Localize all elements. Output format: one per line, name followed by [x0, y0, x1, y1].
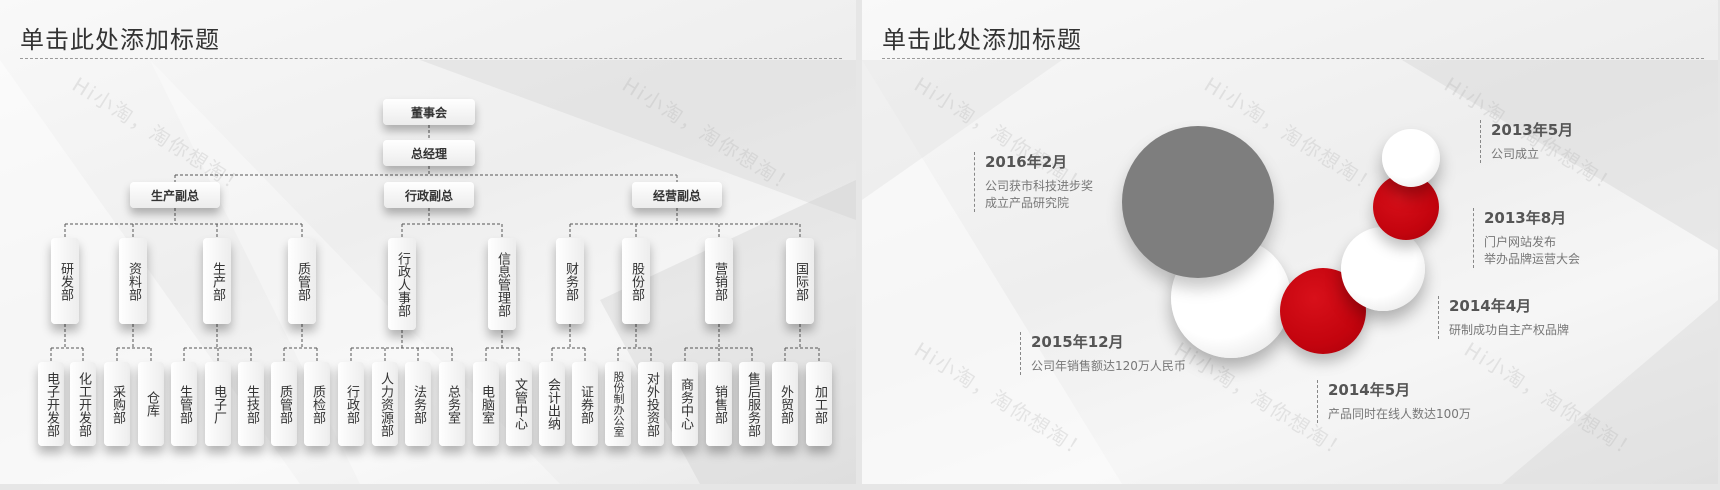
org-box-board[interactable]: 董事会: [383, 99, 475, 125]
org-box-unit[interactable]: 化工开发部: [70, 362, 96, 446]
org-box-dept[interactable]: 信息管理部: [488, 238, 516, 330]
timeline-desc: 产品同时在线人数达100万: [1328, 407, 1471, 421]
org-box-unit[interactable]: 生技部: [238, 362, 264, 446]
org-box-unit[interactable]: 总务室: [439, 362, 465, 446]
org-box-unit[interactable]: 电脑室: [473, 362, 499, 446]
org-connectors: [50, 125, 820, 362]
org-box-unit[interactable]: 加工部: [806, 362, 832, 446]
org-box-dept[interactable]: 研发部: [51, 238, 79, 324]
org-box-unit[interactable]: 电子开发部: [38, 362, 64, 446]
org-box-unit[interactable]: 文管中心: [506, 362, 532, 446]
slide-title[interactable]: 单击此处添加标题: [882, 26, 1082, 54]
title-divider: [882, 58, 1704, 59]
org-box-dept[interactable]: 国际部: [786, 238, 814, 324]
org-box-dept[interactable]: 资料部: [119, 238, 147, 324]
org-box-unit[interactable]: 仓库: [138, 362, 164, 446]
org-box-dept[interactable]: 行政人事部: [388, 238, 416, 330]
org-box-vp-operations[interactable]: 经营副总: [632, 182, 722, 208]
org-box-unit[interactable]: 外贸部: [772, 362, 798, 446]
timeline-date: 2015年12月: [1031, 333, 1124, 351]
slide-title[interactable]: 单击此处添加标题: [20, 26, 220, 54]
org-box-unit[interactable]: 质检部: [304, 362, 330, 446]
org-box-vp-production[interactable]: 生产副总: [130, 182, 220, 208]
timeline-entry: 2016年2月 公司获市科技进步奖 成立产品研究院: [974, 152, 1093, 212]
org-box-unit[interactable]: 股份制办公室: [605, 362, 631, 446]
org-box-unit[interactable]: 销售部: [706, 362, 732, 446]
org-box-unit[interactable]: 商务中心: [672, 362, 698, 446]
org-box-dept[interactable]: 营销部: [705, 238, 733, 324]
timeline-slide: Hi小淘，淘你想淘！ Hi小淘，淘你想淘！ Hi小淘，淘你想淘！ Hi小淘，淘你…: [862, 0, 1718, 484]
timeline-date: 2014年5月: [1328, 381, 1411, 399]
title-divider: [20, 58, 842, 59]
timeline-entry: 2014年5月 产品同时在线人数达100万: [1317, 380, 1471, 423]
timeline-desc: 公司获市科技进步奖 成立产品研究院: [985, 179, 1094, 210]
timeline-desc: 门户网站发布 举办品牌运营大会: [1484, 235, 1581, 266]
org-box-dept[interactable]: 质管部: [288, 238, 316, 324]
org-box-vp-admin[interactable]: 行政副总: [384, 182, 474, 208]
timeline-circle-white: [1341, 227, 1425, 311]
org-box-unit[interactable]: 法务部: [405, 362, 431, 446]
timeline-circle-white: [1382, 129, 1440, 187]
org-box-unit[interactable]: 采购部: [104, 362, 130, 446]
org-chart-slide: Hi小淘，淘你想淘！ Hi小淘，淘你想淘！ 单击此处添加标题 董事会 总经理 生…: [0, 0, 856, 484]
org-box-unit[interactable]: 行政部: [338, 362, 364, 446]
org-box-unit[interactable]: 对外投资部: [638, 362, 664, 446]
org-box-unit[interactable]: 人力资源部: [372, 362, 398, 446]
org-box-unit[interactable]: 质管部: [271, 362, 297, 446]
timeline-desc: 研制成功自主产权品牌: [1449, 323, 1570, 337]
org-box-unit[interactable]: 证券部: [572, 362, 598, 446]
timeline-desc: 公司成立: [1491, 147, 1540, 161]
timeline-entry: 2014年4月 研制成功自主产权品牌: [1438, 296, 1569, 339]
org-box-unit[interactable]: 电子厂: [205, 362, 231, 446]
org-box-dept[interactable]: 生产部: [203, 238, 231, 324]
timeline-date: 2013年5月: [1491, 121, 1574, 139]
org-box-unit[interactable]: 生管部: [171, 362, 197, 446]
timeline-desc: 公司年销售额达120万人民币: [1031, 359, 1186, 373]
timeline-entry: 2015年12月 公司年销售额达120万人民币: [1020, 332, 1186, 375]
timeline-date: 2013年8月: [1484, 209, 1567, 227]
org-box-unit[interactable]: 售后服务部: [739, 362, 765, 446]
org-box-dept[interactable]: 财务部: [556, 238, 584, 324]
timeline-date: 2016年2月: [985, 153, 1068, 171]
org-box-dept[interactable]: 股份部: [622, 238, 650, 324]
timeline-entry: 2013年8月 门户网站发布 举办品牌运营大会: [1473, 208, 1580, 268]
timeline-date: 2014年4月: [1449, 297, 1532, 315]
timeline-entry: 2013年5月 公司成立: [1480, 120, 1573, 163]
background-shapes: [862, 60, 1718, 484]
timeline-circle-gray: [1122, 126, 1274, 278]
org-box-general-manager[interactable]: 总经理: [383, 140, 475, 166]
org-box-unit[interactable]: 会计出纳: [539, 362, 565, 446]
